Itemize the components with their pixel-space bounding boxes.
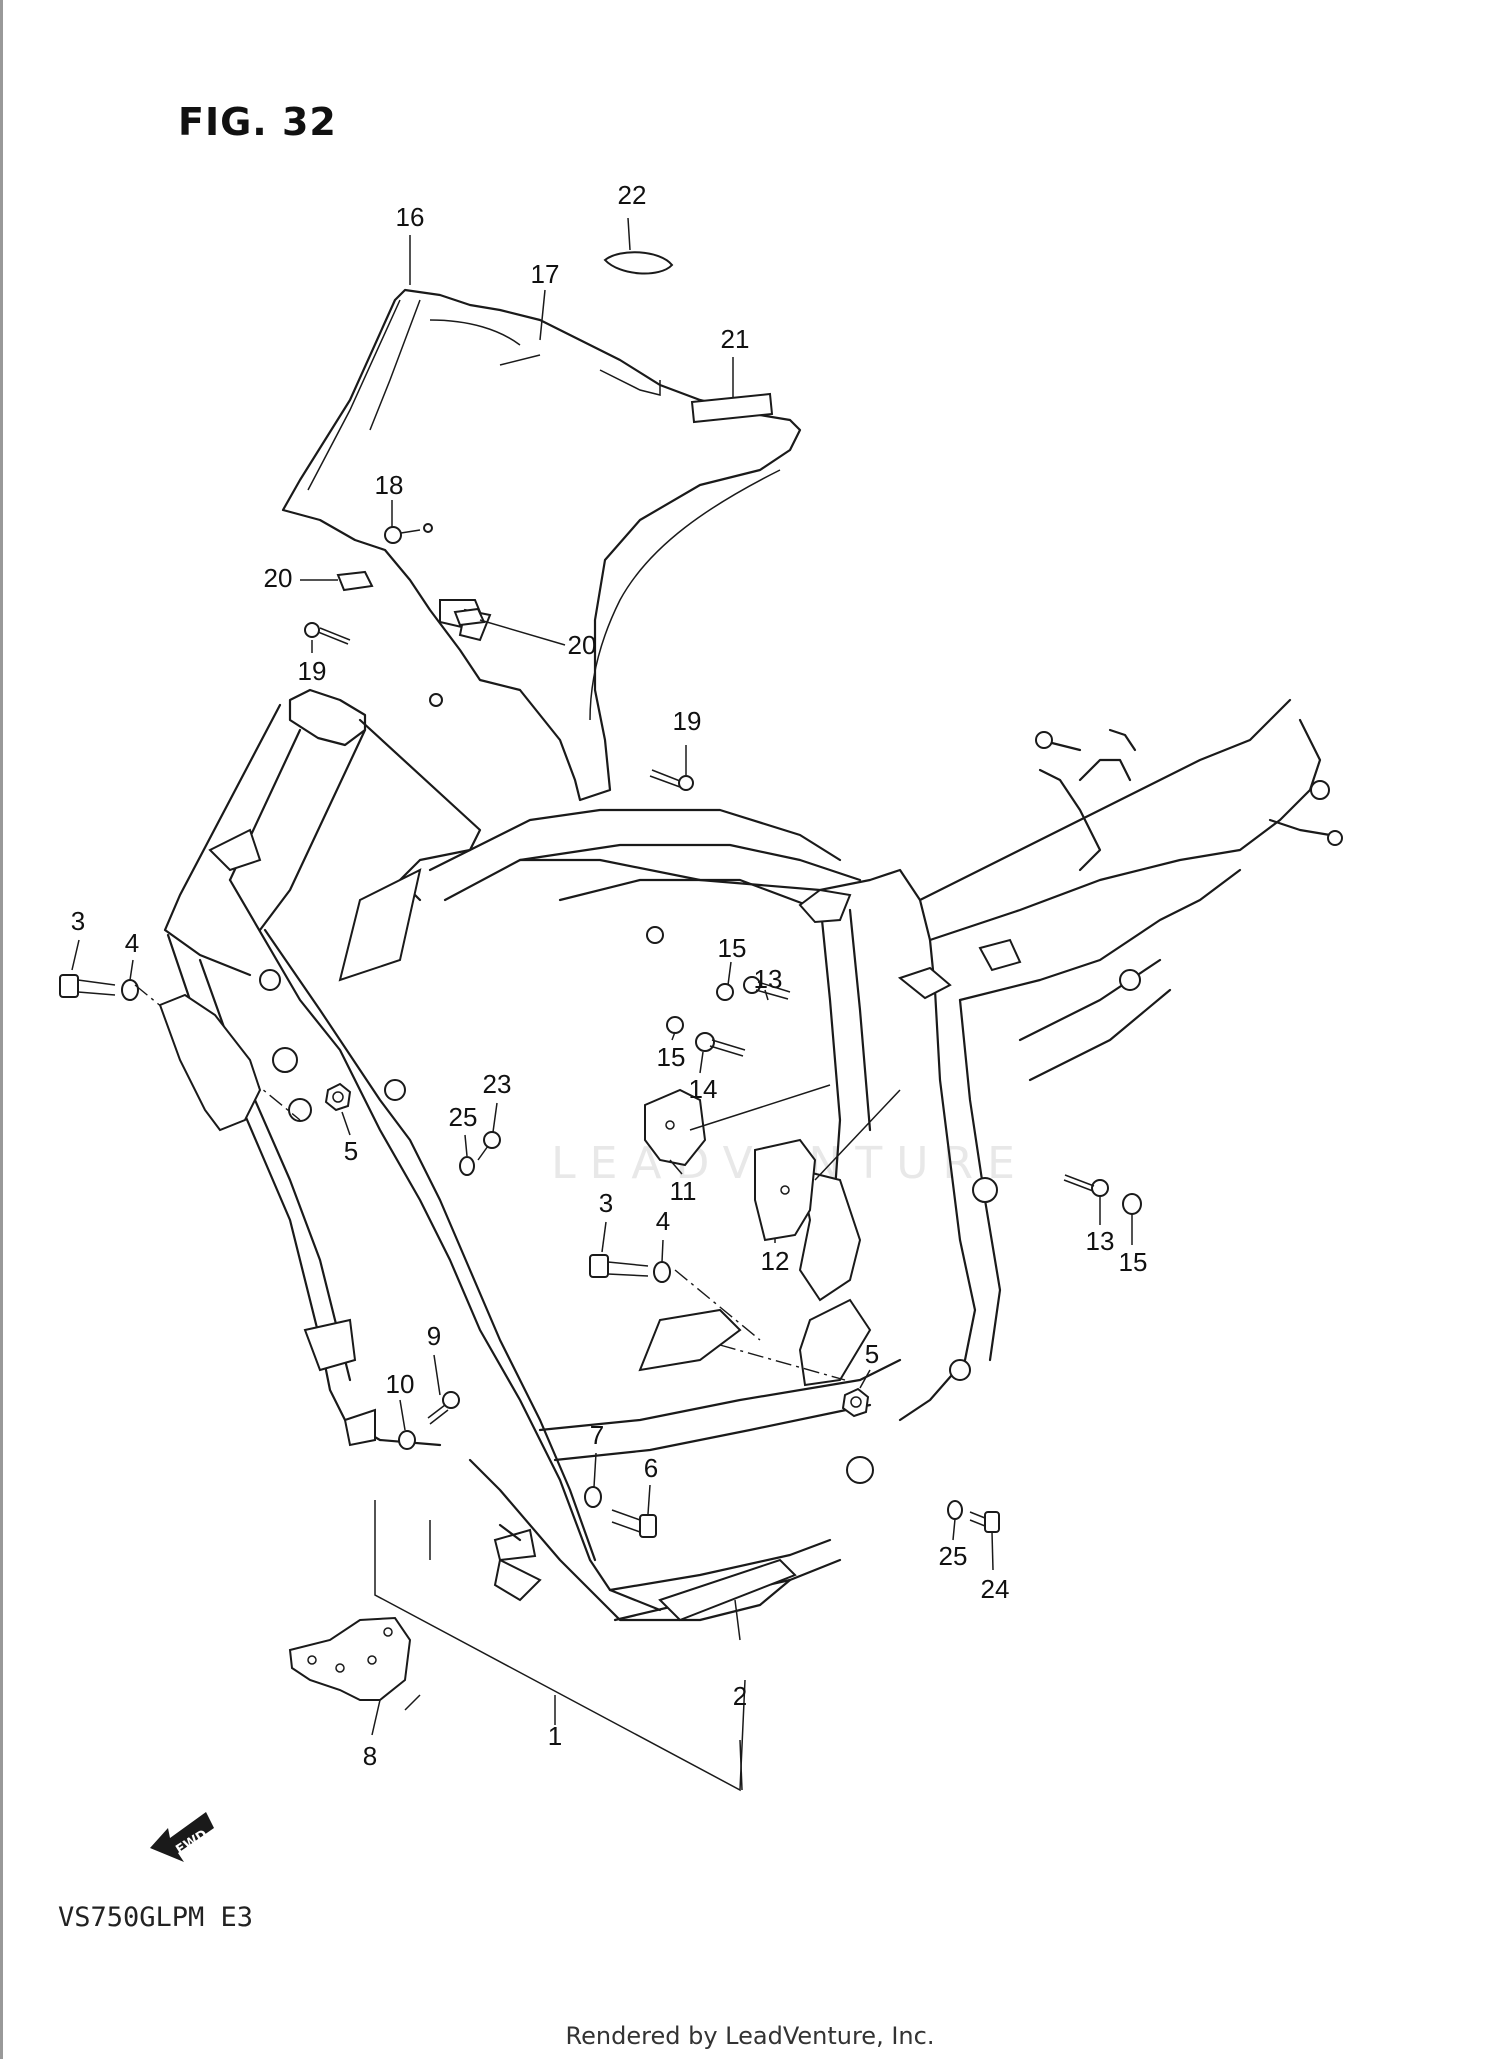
- callout-3-left: 3: [71, 906, 85, 936]
- washer-part-25-lower: [947, 1500, 963, 1520]
- callout-5-center: 5: [865, 1339, 879, 1369]
- bracket-part-11: [644, 1088, 707, 1167]
- callout-23: 23: [483, 1069, 512, 1099]
- bracket-part-12: [754, 1138, 817, 1242]
- callout-12: 12: [761, 1246, 790, 1276]
- emblem-part-22: [603, 251, 674, 275]
- mount-bracket-left: [158, 993, 262, 1132]
- cap-part-15-right: [1122, 1193, 1142, 1215]
- callout-19-lower: 19: [673, 706, 702, 736]
- screw-part-18: [384, 523, 433, 544]
- figure-title: FIG. 32: [178, 100, 337, 144]
- cushion-part-20-upper: [336, 570, 374, 592]
- callout-25-lower: 25: [939, 1541, 968, 1571]
- bolt-part-13-upper: [743, 976, 791, 1000]
- callout-labels: 16 17 22 21 18 20 20 19 19 3 4 5 15 13 1…: [71, 180, 1148, 1771]
- callout-13-upper: 13: [754, 964, 783, 994]
- bolt-part-3-center: [589, 1254, 649, 1278]
- model-code: VS750GLPM E3: [58, 1902, 254, 1933]
- callout-4-left: 4: [125, 928, 139, 958]
- label-part-21: [690, 392, 774, 424]
- callout-4-center: 4: [656, 1206, 670, 1236]
- callout-6: 6: [644, 1453, 658, 1483]
- callout-11: 11: [670, 1176, 697, 1206]
- leader-lines: [71, 217, 1133, 1791]
- callout-7: 7: [590, 1420, 604, 1450]
- screw-part-23: [477, 1131, 501, 1161]
- callout-1: 1: [548, 1721, 562, 1751]
- bolt-part-6: [611, 1509, 657, 1538]
- callout-13-right: 13: [1086, 1226, 1115, 1256]
- callout-3-center: 3: [599, 1188, 613, 1218]
- leader-3-center: [674, 1269, 846, 1381]
- bolt-part-9: [427, 1391, 460, 1425]
- callout-16: 16: [396, 202, 425, 232]
- nut-part-15-upper: [716, 983, 734, 1001]
- frame-cover-part-16-17: [281, 288, 802, 802]
- bolt-part-14: [695, 1032, 746, 1057]
- nut-part-5-center: [841, 1387, 870, 1418]
- callout-17: 17: [531, 259, 560, 289]
- callout-20-lower: 20: [568, 630, 597, 660]
- callout-22: 22: [618, 180, 647, 210]
- nut-part-5-left: [324, 1082, 352, 1112]
- callout-15-upper: 15: [718, 933, 747, 963]
- callout-20-upper: 20: [264, 563, 293, 593]
- callout-21: 21: [721, 324, 750, 354]
- callout-2: 2: [733, 1681, 747, 1711]
- scan-edge: [0, 0, 3, 2059]
- callout-9: 9: [427, 1321, 441, 1351]
- forward-direction-arrow: FWD: [150, 1812, 214, 1862]
- callout-15-mid: 15: [657, 1042, 686, 1072]
- callout-8: 8: [363, 1741, 377, 1771]
- cradle-subframe-part-2: [468, 1458, 797, 1622]
- bracket-part-8: [288, 1616, 412, 1701]
- callout-10: 10: [386, 1369, 415, 1399]
- callout-18: 18: [375, 470, 404, 500]
- washer-part-4-left: [121, 979, 139, 1001]
- cushion-part-20-lower: [453, 607, 486, 627]
- bolt-part-13-right: [1063, 1174, 1109, 1197]
- nut-part-15-mid: [666, 1016, 684, 1034]
- callout-15-right: 15: [1119, 1247, 1148, 1277]
- callout-19-upper: 19: [298, 656, 327, 686]
- washer-part-4-center: [653, 1261, 671, 1283]
- footer-credit: Rendered by LeadVenture, Inc.: [565, 2022, 935, 2050]
- group-bracket-1-2: [374, 1500, 746, 1792]
- callout-5-left: 5: [344, 1136, 358, 1166]
- washer-part-10: [398, 1430, 416, 1450]
- washer-part-7: [584, 1486, 602, 1508]
- callout-24: 24: [981, 1574, 1010, 1604]
- bolt-part-19-lower: [649, 769, 694, 791]
- callout-14: 14: [689, 1074, 718, 1104]
- bolt-part-3-left: [59, 974, 116, 998]
- bolt-part-24: [969, 1511, 1000, 1533]
- callout-25-upper: 25: [449, 1102, 478, 1132]
- bolt-part-19-upper: [304, 622, 351, 645]
- washer-part-25-upper: [459, 1156, 475, 1176]
